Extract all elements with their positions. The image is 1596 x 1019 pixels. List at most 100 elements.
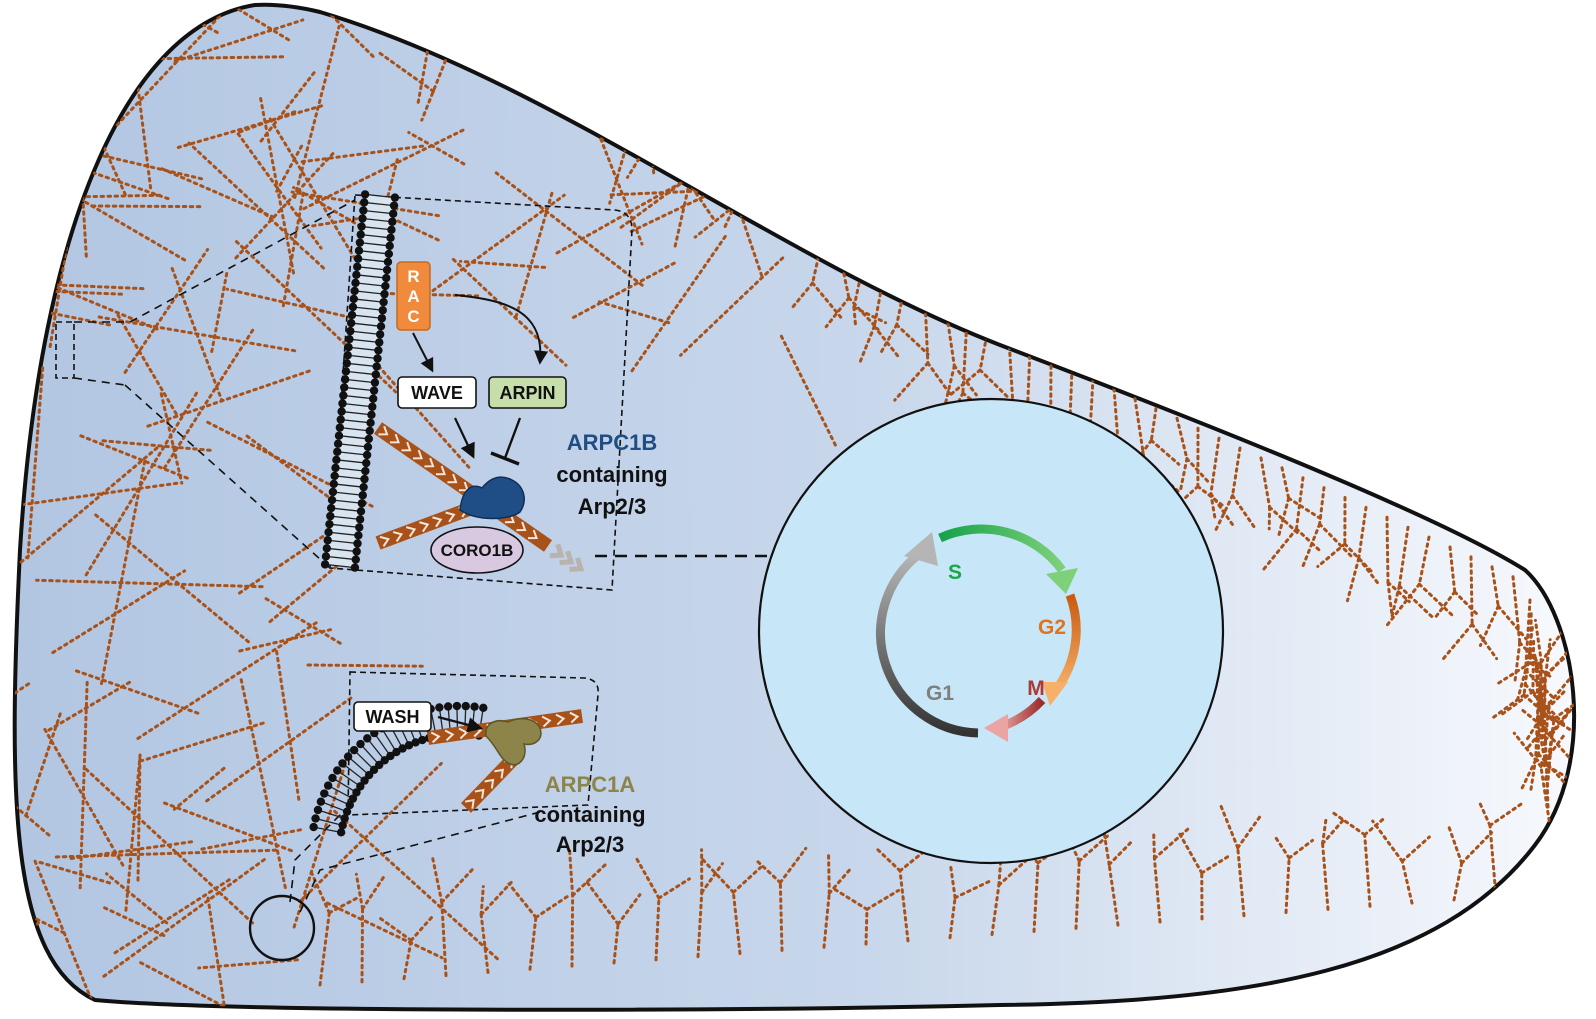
lipid-head: [338, 759, 347, 768]
actin-strand: [105, 872, 169, 925]
lipid-head: [353, 254, 363, 263]
actin-strand: [23, 712, 62, 821]
actin-strand: [479, 880, 513, 917]
actin-strand: [864, 907, 869, 946]
filament-chevron: [444, 729, 455, 742]
actin-strand: [327, 895, 360, 915]
phase-arc-s: [938, 524, 1066, 573]
actin-strand: [700, 862, 724, 894]
lipid-head: [380, 289, 389, 299]
lipid-head: [370, 378, 380, 387]
actin-strand: [318, 911, 331, 987]
lipid-head: [383, 257, 393, 267]
lipid-tail: [332, 491, 363, 496]
actin-strand: [124, 753, 142, 912]
arrowhead: [1046, 568, 1078, 594]
actin-strand: [1107, 841, 1132, 867]
lipid-head: [351, 555, 360, 564]
actin-strand: [236, 132, 323, 250]
actin-strand: [360, 907, 365, 984]
lipid-head: [355, 515, 365, 524]
actin-strand: [361, 874, 387, 911]
actin-strand: [654, 896, 661, 962]
lipid-head: [340, 383, 349, 392]
actin-strand: [947, 368, 982, 398]
actin-strand: [583, 878, 620, 926]
actin-strand: [14, 127, 39, 168]
actin-strand: [34, 36, 106, 118]
actin-strand: [778, 846, 808, 885]
actin-strand: [513, 191, 554, 321]
actin-strand: [1294, 527, 1321, 552]
actin-strand: [1529, 757, 1538, 793]
actin-strand: [113, 876, 234, 955]
actin-strand: [238, 628, 333, 653]
actin-strand: [378, 51, 436, 94]
lipid-head: [355, 238, 365, 247]
filament-chevron: [541, 715, 552, 728]
lipid-head: [404, 741, 414, 750]
actin-strand: [507, 882, 538, 919]
actin-strand: [597, 300, 671, 325]
actin-strand: [84, 767, 256, 926]
arpin-inhibit-bar: [490, 451, 520, 466]
actin-strand: [1531, 639, 1536, 694]
lipid-head: [381, 281, 390, 291]
arrowhead: [984, 714, 1008, 742]
actin-strand: [302, 127, 468, 211]
filament-chevron: [464, 798, 475, 809]
actin-strand: [1074, 859, 1081, 930]
lipid-head: [326, 511, 335, 521]
filament-chevron-faded: [569, 557, 585, 572]
actin-strand: [101, 439, 217, 453]
actin-strand: [1400, 835, 1431, 863]
lipid-head: [354, 531, 363, 540]
actin-strand: [451, 257, 568, 367]
actin-strand: [1371, 819, 1404, 863]
svg-text:R: R: [407, 267, 419, 286]
lipid-head: [345, 334, 354, 344]
lipid-head: [387, 225, 396, 234]
zoom-line: [129, 199, 356, 323]
actin-strand: [200, 827, 306, 851]
lipid-head: [355, 523, 364, 532]
filament-chevron: [474, 788, 485, 799]
actin-strand: [239, 678, 288, 891]
actin-strand: [205, 696, 353, 803]
actin-strand: [14, 263, 40, 378]
lipid-head: [322, 544, 332, 553]
lipid-head: [346, 318, 356, 328]
actin-strand: [953, 880, 991, 900]
actin-strand: [1397, 525, 1410, 588]
lipid-head: [326, 503, 336, 513]
actin-strand: [948, 863, 957, 900]
lipid-head: [380, 756, 389, 765]
filament-chevron: [435, 465, 446, 476]
lipid-tail: [332, 777, 357, 793]
lipid-tail: [335, 467, 366, 472]
lipid-head: [333, 766, 342, 775]
actin-strand: [1321, 817, 1346, 846]
actin-strand: [1524, 727, 1546, 752]
actin-strand: [1318, 486, 1326, 526]
actin-strand: [852, 305, 888, 325]
lipid-tail: [342, 762, 365, 782]
lipid-head: [349, 294, 358, 304]
actin-strand: [952, 364, 978, 397]
actin-strand: [115, 9, 227, 127]
filament-body: [374, 422, 552, 552]
filament-chevron: [379, 535, 390, 547]
lipid-head: [418, 735, 427, 745]
lipid-head: [331, 463, 340, 473]
actin-strand: [1434, 590, 1457, 618]
actin-strand: [139, 961, 298, 1010]
actin-strand: [84, 391, 199, 577]
lipid-tail: [366, 737, 386, 761]
actin-strand: [1552, 700, 1575, 721]
lipid-head: [374, 346, 383, 355]
actin-strand: [458, 259, 547, 269]
actin-strand: [1534, 757, 1570, 780]
actin-strand: [1478, 604, 1500, 647]
actin-strand: [14, 950, 38, 970]
lipid-head: [323, 781, 333, 790]
